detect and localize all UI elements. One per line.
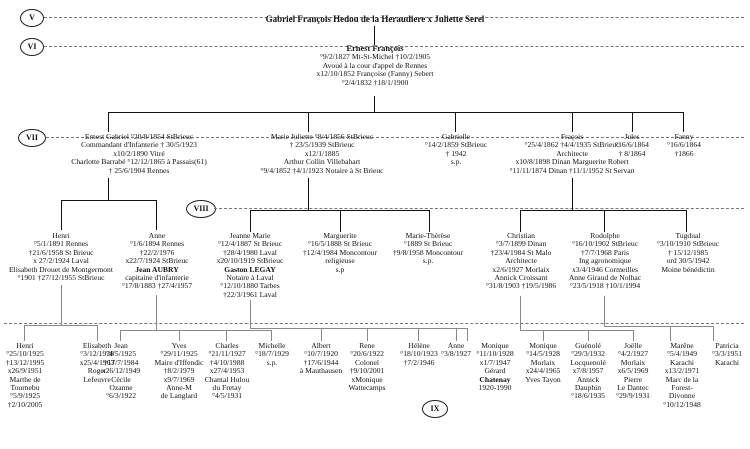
generation-marker: VIII bbox=[186, 200, 216, 218]
person-anne-ix: Anne°3/8/1927 bbox=[440, 341, 472, 359]
person-marie-juliette: Marie Juliette °8/4/1856 StBrieuc† 23/5/… bbox=[260, 132, 384, 175]
person-fanny: Fanny°16/6/1864†1866 bbox=[667, 132, 701, 158]
person-christian: Christian°3/7/1899 Dinan†23/4/1984 St Ma… bbox=[485, 231, 557, 291]
person-henri: Henri°5/1/1891 Rennes†21/6/1958 St Brieu… bbox=[9, 231, 113, 283]
person-marie-therese: Marie-Thérèse°1889 St Brieuc†9/8/1958 Mo… bbox=[392, 231, 464, 266]
person-rodolphe: Rodolphe°16/10/1902 StBrieuc†7/7/1968 Pa… bbox=[568, 231, 642, 291]
person-marguerite: Marguerite°16/5/1888 St Brieuc†12/4/1984… bbox=[302, 231, 378, 274]
person-helene: Hélène°18/10/1923†7/2/1946 bbox=[400, 341, 438, 367]
generation-marker: VII bbox=[18, 129, 46, 147]
person-jules: Jules°16/6/1864† 8/1864 bbox=[615, 132, 649, 158]
person-jeanne-marie: Jeanne Marie°12/4/1887 St Brieuc†28/4/19… bbox=[216, 231, 284, 299]
generation-marker: IX bbox=[422, 400, 448, 418]
generation-marker: V bbox=[20, 9, 44, 27]
generation-marker: VI bbox=[20, 38, 44, 56]
root-couple: Gabriel François Hedou de la Heraudiere … bbox=[265, 14, 485, 24]
person-ernest-francois: Ernest François °9/2/1827 Mt-St-Michel †… bbox=[316, 44, 434, 87]
